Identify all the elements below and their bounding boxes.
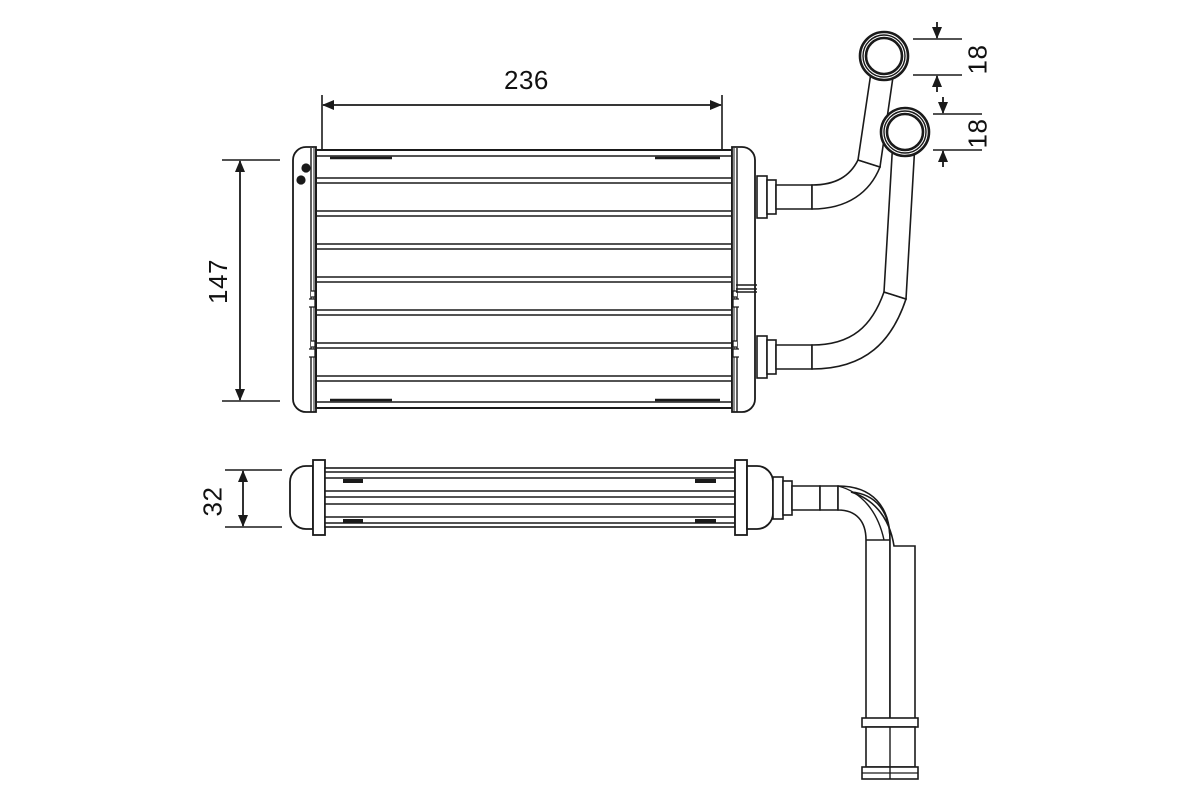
dimension-label-pipe-top: 18 (962, 44, 993, 75)
dimension-pipe-bottom-18 (933, 97, 982, 167)
heater-core-side-body (289, 459, 774, 536)
heater-core-front-body (292, 146, 757, 413)
dimension-width-236 (321, 95, 723, 152)
dimension-height-147 (222, 159, 280, 402)
dimension-label-height: 147 (202, 259, 233, 304)
mounting-hole-upper (301, 163, 311, 173)
dimension-label-depth: 32 (197, 486, 228, 517)
dimension-label-pipe-bottom: 18 (962, 118, 993, 149)
outlet-pipe-side (772, 476, 919, 780)
outlet-pipe-upper-front (756, 30, 910, 219)
dimension-pipe-top-18 (913, 22, 962, 92)
dimension-depth-32 (225, 469, 282, 528)
mounting-hole-lower (296, 175, 306, 185)
outlet-pipe-lower-front (756, 106, 931, 379)
dimension-label-width: 236 (504, 65, 549, 95)
pipe-end-ring-upper (858, 30, 910, 82)
pipe-end-ring-lower (879, 106, 931, 158)
pipe-barb-ridge (861, 717, 919, 728)
